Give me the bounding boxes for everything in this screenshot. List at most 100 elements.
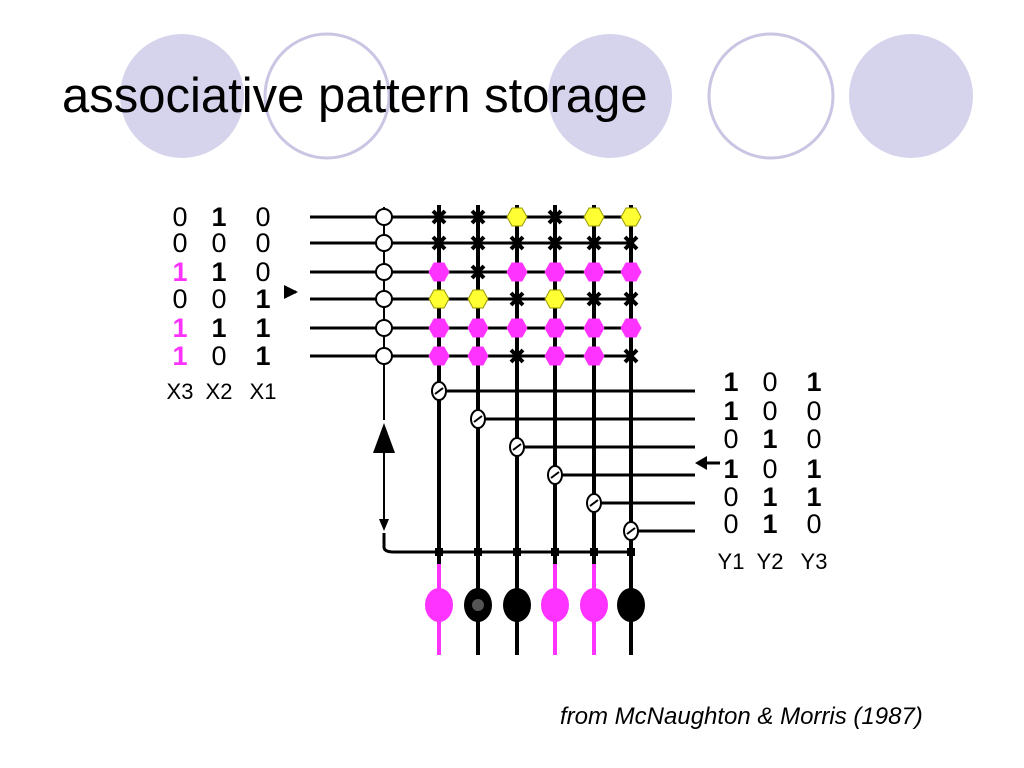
input-bit: 0	[172, 202, 187, 232]
output-bit: 0	[806, 509, 821, 539]
output-bit: 1	[806, 454, 821, 484]
input-bit: 0	[255, 228, 270, 258]
inactive-synapse-mark	[547, 235, 563, 251]
output-bit: 0	[762, 396, 777, 426]
output-bit: 1	[806, 367, 821, 397]
cell-body-inactive	[503, 588, 531, 622]
output-bit: 0	[762, 454, 777, 484]
slide-decoration	[120, 32, 973, 160]
cell-body-active	[541, 588, 569, 622]
input-bit: 1	[172, 257, 187, 287]
inactive-synapse-mark	[509, 235, 525, 251]
magenta-synapse	[583, 262, 605, 282]
magenta-synapse	[583, 346, 605, 366]
slide-title: associative pattern storage	[62, 69, 648, 123]
yellow-synapse	[620, 207, 642, 227]
output-bit: 1	[723, 396, 738, 426]
input-bit: 1	[172, 313, 187, 343]
inactive-synapse-mark	[586, 235, 602, 251]
output-bit: 1	[723, 454, 738, 484]
magenta-synapse	[620, 318, 642, 338]
bus-junction	[590, 548, 598, 556]
inactive-synapse-mark	[623, 235, 639, 251]
input-bit: 1	[255, 313, 270, 343]
output-synapse-slash	[473, 415, 483, 423]
input-axis-label: X3	[167, 379, 194, 404]
output-bit: 0	[723, 509, 738, 539]
decor-circle-filled	[548, 34, 672, 158]
output-bit: 1	[762, 482, 777, 512]
magenta-synapse	[620, 262, 642, 282]
bus-junction	[474, 548, 482, 556]
magenta-synapse	[544, 318, 566, 338]
input-axis-label: X1	[250, 379, 277, 404]
input-bit: 0	[211, 341, 226, 371]
input-bit: 1	[255, 341, 270, 371]
magenta-synapse	[583, 318, 605, 338]
inactive-synapse-mark	[431, 235, 447, 251]
output-bit: 1	[762, 424, 777, 454]
yellow-synapse	[544, 289, 566, 309]
inactive-synapse-mark	[431, 209, 447, 225]
bus-junction	[551, 548, 559, 556]
input-bit: 0	[211, 284, 226, 314]
yellow-synapse	[506, 207, 528, 227]
inhibition-bus	[382, 533, 631, 554]
gate-node	[375, 234, 393, 252]
gate-node	[375, 290, 393, 308]
input-axis-label: X2	[206, 379, 233, 404]
input-bit: 1	[172, 341, 187, 371]
input-bit: 0	[172, 228, 187, 258]
decor-circle-filled	[120, 34, 244, 158]
output-bit: 0	[806, 396, 821, 426]
output-synapse-slash	[434, 387, 444, 395]
inactive-synapse-mark	[470, 235, 486, 251]
output-synapse-slash	[550, 471, 560, 479]
decor-circle-outline	[707, 32, 835, 160]
input-bit: 0	[172, 284, 187, 314]
inactive-synapse-mark	[623, 291, 639, 307]
output-synapse-slash	[589, 499, 599, 507]
network-wiring	[284, 205, 720, 655]
gate-down-arrow	[379, 519, 389, 531]
magenta-synapse	[506, 262, 528, 282]
bus-junction	[435, 548, 443, 556]
yellow-synapse	[428, 289, 450, 309]
output-bit: 1	[806, 482, 821, 512]
gate-node	[375, 347, 393, 365]
bus-junction	[627, 548, 635, 556]
output-bit: 0	[723, 482, 738, 512]
input-bit: 0	[255, 202, 270, 232]
cell-body-active	[580, 588, 608, 622]
magenta-synapse	[428, 346, 450, 366]
magenta-synapse	[544, 346, 566, 366]
input-bit: 1	[255, 284, 270, 314]
citation-caption: from McNaughton & Morris (1987)	[560, 703, 923, 730]
inactive-synapse-mark	[509, 291, 525, 307]
inactive-synapse-mark	[509, 348, 525, 364]
output-bit: 0	[806, 424, 821, 454]
magenta-synapse	[428, 318, 450, 338]
gate-node	[375, 319, 393, 337]
output-axis-label: Y1	[718, 549, 745, 574]
input-bit: 0	[255, 257, 270, 287]
magenta-synapse	[428, 262, 450, 282]
cell-body-inactive	[617, 588, 645, 622]
input-bit: 1	[211, 257, 226, 287]
magenta-synapse	[506, 318, 528, 338]
input-bit: 0	[211, 228, 226, 258]
yellow-synapse	[467, 289, 489, 309]
magenta-synapse	[467, 346, 489, 366]
magenta-synapse	[467, 318, 489, 338]
output-bit: 1	[762, 509, 777, 539]
inactive-synapse-mark	[623, 348, 639, 364]
gate-node	[375, 208, 393, 226]
output-axis-label: Y3	[801, 549, 828, 574]
decor-circle-outline	[263, 32, 391, 160]
cell-body-active	[425, 588, 453, 622]
inactive-synapse-mark	[586, 291, 602, 307]
input-bit: 1	[211, 202, 226, 232]
inactive-synapse-mark	[547, 209, 563, 225]
